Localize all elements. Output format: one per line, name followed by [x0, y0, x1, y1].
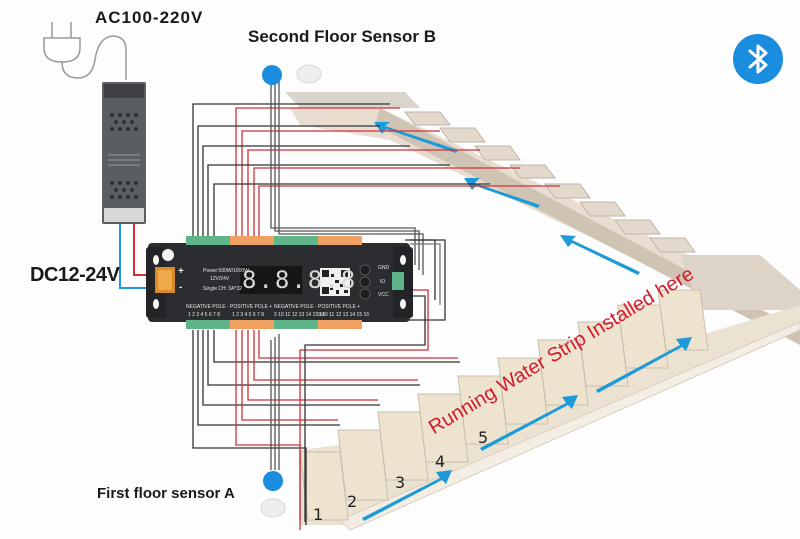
ac-voltage-label: AC100-220V [95, 8, 204, 27]
spec-power: Power:500W/1000W [203, 268, 249, 274]
terminal-numbers: 1 2 3 4 5 6 7 8 [188, 312, 220, 318]
sensor-a-probe [263, 471, 283, 491]
led-stair-controller [146, 236, 413, 329]
bluetooth-icon [733, 34, 783, 84]
step-number: 3 [395, 473, 406, 492]
port-label-gnd: GND [378, 265, 390, 271]
terminal-numbers: 9 10 11 12 13 14 15 16 [318, 312, 370, 318]
lower-stair-flight [299, 289, 800, 531]
spec-voltage: 12V/24V [210, 276, 230, 282]
polarity-minus: - [179, 282, 183, 293]
upper-stair-flight [285, 92, 800, 345]
flow-arrow [362, 470, 452, 521]
terminal-label: POSITIVE POLE + [318, 304, 361, 310]
motion-sensor-icon [260, 498, 286, 518]
flow-arrow [480, 395, 578, 451]
port-label-vcc: VCC [378, 292, 389, 298]
sensor-a-label: First floor sensor A [97, 485, 235, 502]
flow-arrow [374, 122, 458, 153]
step-number: 4 [435, 452, 446, 471]
flow-arrows [362, 122, 692, 521]
motion-sensor-icon [296, 64, 322, 84]
upper-step-wires [192, 78, 560, 321]
flow-arrow [560, 235, 640, 275]
step-number: 2 [347, 492, 358, 511]
flow-arrow [596, 337, 692, 393]
port-label-io: IO [380, 279, 386, 285]
power-plug-icon [43, 22, 127, 80]
sensor-b-label: Second Floor Sensor B [248, 27, 436, 46]
polarity-plus: + [178, 266, 184, 277]
terminal-label: NEGATIVE POLE - [274, 304, 317, 310]
spec-channel: Single CH: 3A*32 [203, 286, 242, 292]
terminal-label: NEGATIVE POLE - [186, 304, 229, 310]
terminal-label: POSITIVE POLE + [230, 304, 273, 310]
step-number: 1 [313, 505, 324, 524]
power-supply-icon [102, 82, 146, 224]
step-number: 5 [478, 428, 489, 447]
sensor-b [262, 64, 322, 85]
sensor-a [260, 471, 286, 518]
segment-display: 8.8.8.8 [242, 266, 358, 294]
dc-voltage-label: DC12-24V [30, 264, 120, 286]
terminal-numbers: 9 10 11 12 13 14 15 16 [274, 312, 326, 318]
terminal-numbers: 1 2 3 4 5 6 7 8 [232, 312, 264, 318]
sensor-b-probe [262, 65, 282, 85]
flow-arrow [464, 178, 540, 208]
controller-bluetooth-badge [162, 249, 174, 261]
lower-step-wires [192, 289, 460, 530]
